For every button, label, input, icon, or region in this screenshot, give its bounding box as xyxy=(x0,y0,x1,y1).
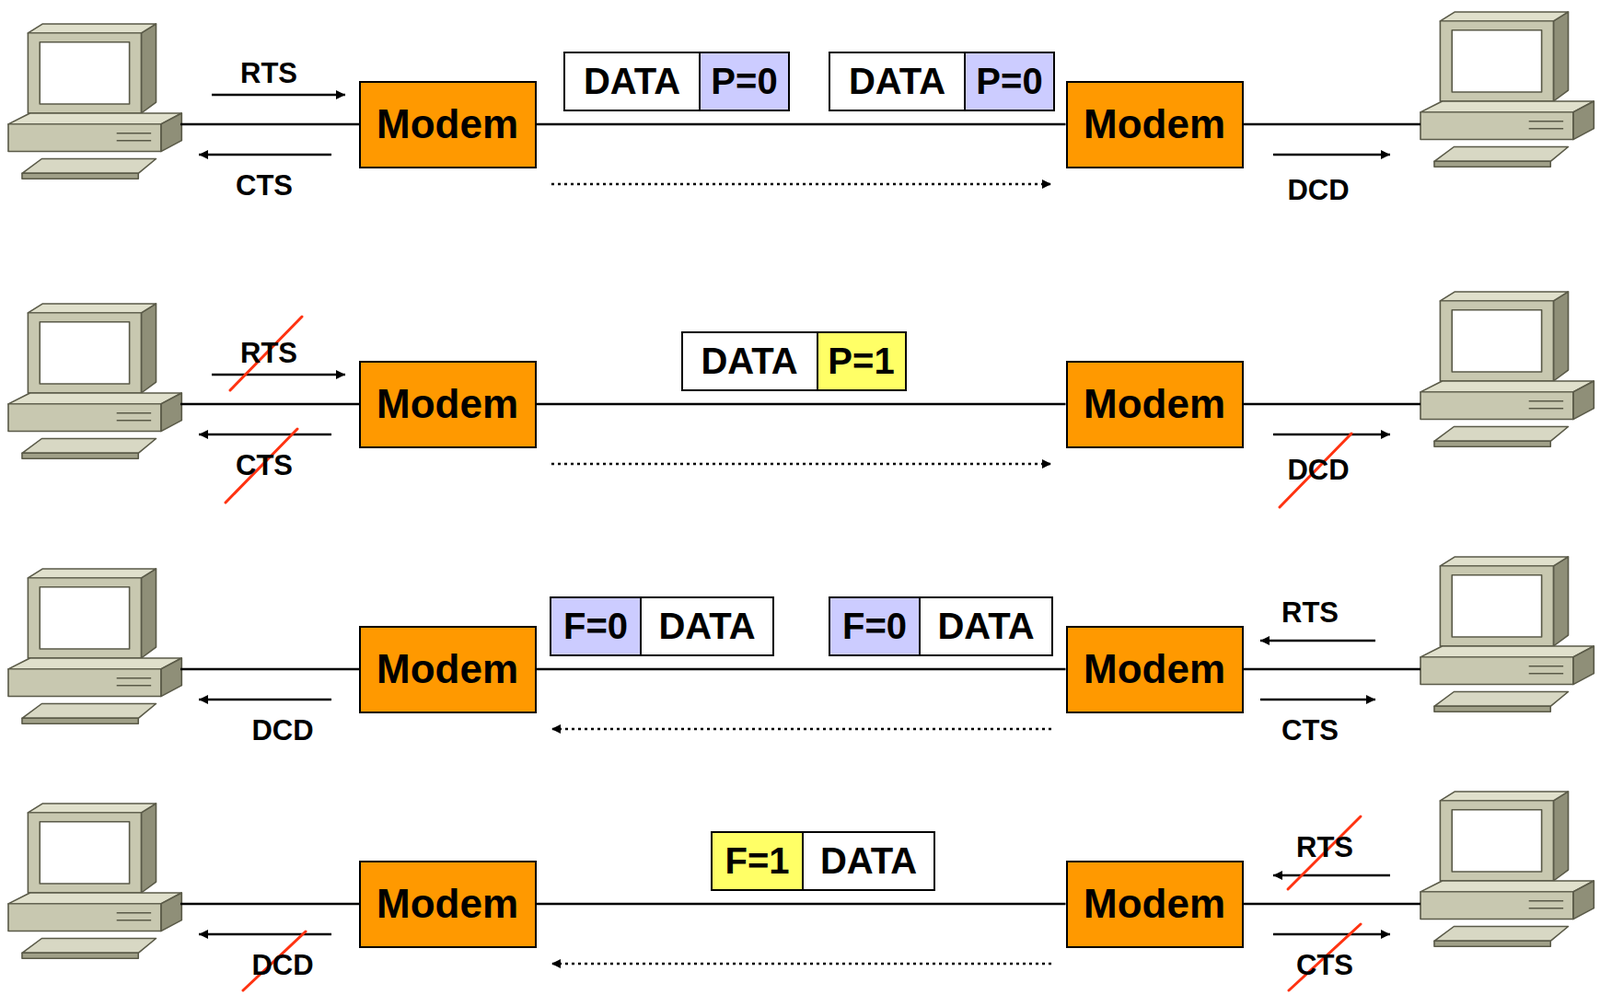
frame-field: DATA xyxy=(918,598,1052,655)
computer-icon xyxy=(8,23,182,179)
signal-name: RTS xyxy=(240,337,298,370)
signal-arrow xyxy=(211,93,346,97)
frame-field: DATA xyxy=(801,833,934,890)
modem-box: Modem xyxy=(1066,81,1244,169)
wire xyxy=(1243,903,1421,906)
modem-box: Modem xyxy=(359,860,537,949)
signal-arrow xyxy=(1260,698,1376,702)
signal-name: DCD xyxy=(251,950,314,982)
strike-slash xyxy=(230,316,302,391)
modem-label: Modem xyxy=(1083,381,1226,428)
computer-icon xyxy=(1420,791,1594,947)
direction-arrow xyxy=(551,962,1052,966)
frame-field: DATA xyxy=(565,53,699,110)
signal-name: RTS xyxy=(1281,597,1339,629)
strike-slash xyxy=(1287,816,1361,890)
signal-name: DCD xyxy=(251,715,314,747)
data-frame: DATAP=0 xyxy=(828,51,1056,112)
wire xyxy=(1243,668,1421,672)
signal-arrow xyxy=(198,153,332,157)
modem-link xyxy=(536,123,1067,127)
signal-arrow xyxy=(198,433,332,437)
signal-name: DCD xyxy=(1286,174,1349,207)
modem-label: Modem xyxy=(376,381,519,428)
modem-box: Modem xyxy=(359,360,537,449)
data-frame: DATAP=1 xyxy=(681,331,907,392)
modem-box: Modem xyxy=(1066,626,1244,714)
signal-name: RTS xyxy=(1296,832,1354,864)
signal-arrow xyxy=(198,698,332,702)
wire xyxy=(180,403,360,406)
signal-arrow xyxy=(1273,433,1391,437)
direction-arrow xyxy=(551,463,1052,466)
signal-name: DCD xyxy=(1286,454,1349,487)
signal-arrow xyxy=(1273,153,1391,157)
frame-field: F=1 xyxy=(712,833,802,890)
signal-name: CTS xyxy=(235,170,293,202)
frame-field: F=0 xyxy=(830,598,919,655)
computer-icon xyxy=(1420,11,1594,167)
signal-arrow xyxy=(211,373,346,377)
data-frame: F=0DATA xyxy=(828,596,1054,657)
signal-arrow xyxy=(1273,933,1391,937)
modem-label: Modem xyxy=(1083,646,1226,693)
wire xyxy=(180,903,360,906)
frame-field: DATA xyxy=(639,598,773,655)
strike-slash xyxy=(1279,433,1352,508)
signal-name: RTS xyxy=(240,57,298,90)
computer-icon xyxy=(8,303,182,459)
modem-link xyxy=(536,668,1067,672)
modem-label: Modem xyxy=(376,646,519,693)
modem-box: Modem xyxy=(1066,360,1244,449)
frame-field: P=0 xyxy=(963,53,1054,110)
wire xyxy=(1243,123,1421,127)
data-frame: F=0DATA xyxy=(549,596,775,657)
data-frame: DATAP=0 xyxy=(563,51,790,112)
modem-label: Modem xyxy=(376,101,519,148)
modem-label: Modem xyxy=(1083,101,1226,148)
modem-label: Modem xyxy=(376,881,519,928)
frame-field: P=1 xyxy=(816,333,905,390)
data-frame: F=1DATA xyxy=(710,831,936,892)
signal-name: CTS xyxy=(235,450,293,482)
wire xyxy=(180,668,360,672)
strike-slash xyxy=(225,428,298,503)
computer-icon xyxy=(8,803,182,959)
frame-field: DATA xyxy=(830,53,964,110)
direction-arrow xyxy=(551,183,1052,186)
computer-icon xyxy=(1420,556,1594,712)
wire xyxy=(180,123,360,127)
frame-field: DATA xyxy=(683,333,817,390)
computer-icon xyxy=(8,568,182,724)
modem-box: Modem xyxy=(359,81,537,169)
signal-arrow xyxy=(1260,639,1376,643)
direction-arrow xyxy=(551,728,1052,731)
signal-name: CTS xyxy=(1296,950,1354,982)
frame-field: P=0 xyxy=(698,53,789,110)
frame-field: F=0 xyxy=(551,598,640,655)
signal-arrow xyxy=(1273,874,1391,878)
modem-link xyxy=(536,403,1067,406)
signal-arrow xyxy=(198,933,332,937)
modem-label: Modem xyxy=(1083,881,1226,928)
computer-icon xyxy=(1420,291,1594,447)
modem-box: Modem xyxy=(359,626,537,714)
modem-box: Modem xyxy=(1066,860,1244,949)
modem-link xyxy=(536,903,1067,906)
wire xyxy=(1243,403,1421,406)
strike-slash xyxy=(1288,924,1361,991)
signal-name: CTS xyxy=(1281,715,1339,747)
